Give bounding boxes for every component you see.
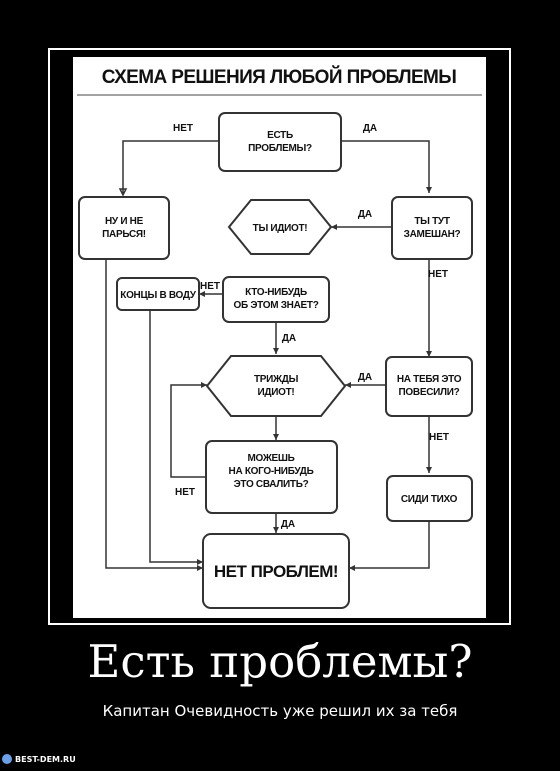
arrow-head (331, 224, 337, 230)
arrow-head (273, 434, 279, 440)
arrow-head (199, 291, 205, 297)
arrow-head (349, 565, 355, 571)
node-sit-quiet: СИДИ ТИХО (386, 475, 473, 522)
node-line: ПАРЬСЯ! (102, 229, 146, 240)
node-blame-someone: МОЖЕШЬ НА КОГО-НИБУДЬ ЭТО СВАЛИТЬ? (205, 440, 338, 514)
poster-caption: Есть проблемы? (87, 635, 473, 688)
edge-dontworry-to-end (105, 259, 203, 569)
node-no-problem: НЕТ ПРОБЛЕМ! (202, 533, 350, 609)
node-box (116, 277, 200, 311)
node-box (205, 440, 338, 514)
label-no: НЕТ (200, 281, 220, 292)
node-line: НЕТ ПРОБЛЕМ! (214, 562, 338, 581)
flowchart-title: СХЕМА РЕШЕНИЯ ЛЮБОЙ ПРОБЛЕМЫ (102, 66, 457, 88)
connectors (105, 140, 432, 571)
node-line: ЭТО СВАЛИТЬ? (234, 479, 309, 490)
label-yes: ДА (281, 519, 295, 530)
flowchart-poster: СХЕМА РЕШЕНИЯ ЛЮБОЙ ПРОБЛЕМЫ (73, 57, 486, 618)
node-line: НУ И НЕ (105, 216, 144, 227)
edge-problems-yes (341, 140, 430, 193)
node-problems: ЕСТЬ ПРОБЛЕМЫ? (218, 112, 342, 172)
node-anyone-knows: КТО-НИБУДЬ ОБ ЭТОМ ЗНАЕТ? (222, 276, 330, 323)
arrow-head (345, 382, 351, 388)
label-no: НЕТ (429, 432, 449, 443)
node-line: МОЖЕШЬ (247, 453, 294, 464)
node-triple-idiot: ТРИЖДЫ ИДИОТ! (205, 355, 347, 417)
node-line: КТО-НИБУДЬ (245, 287, 307, 298)
watermark: BEST-DEM.RU (2, 754, 76, 764)
arrow-head (273, 527, 279, 533)
node-line: ОБ ЭТОМ ЗНАЕТ? (234, 300, 319, 311)
node-idiot: ТЫ ИДИОТ! (227, 199, 333, 255)
node-box (385, 356, 473, 417)
arrow-head (426, 187, 432, 193)
label-no: НЕТ (175, 487, 195, 498)
node-line: ИДИОТ! (258, 387, 295, 398)
node-line: КОНЦЫ В ВОДУ (120, 290, 197, 301)
node-box (391, 196, 473, 260)
arrow-head (426, 467, 432, 473)
label-yes: ДА (282, 333, 296, 344)
node-line: НА ТЕБЯ ЭТО (397, 374, 462, 385)
edge-hide-to-end (149, 310, 203, 563)
node-line: ПРОБЛЕМЫ? (248, 143, 312, 154)
node-hide: КОНЦЫ В ВОДУ (116, 277, 200, 311)
node-line: ПОВЕСИЛИ? (399, 387, 460, 398)
node-blame-you: НА ТЕБЯ ЭТО ПОВЕСИЛИ? (385, 356, 473, 417)
node-hexagon (205, 355, 347, 417)
label-yes: ДА (358, 209, 372, 220)
arrow-head (201, 382, 207, 388)
arrow-head (197, 565, 203, 571)
node-box (202, 533, 350, 609)
node-line: СИДИ ТИХО (401, 494, 458, 505)
node-line: ЗАМЕШАН? (404, 229, 461, 240)
node-line: ТЫ ТУТ (414, 216, 450, 227)
node-line: ТЫ ИДИОТ! (253, 223, 308, 234)
node-line: ЕСТЬ (267, 130, 293, 141)
node-box (386, 475, 473, 522)
watermark-text: BEST-DEM.RU (15, 754, 76, 764)
label-no: НЕТ (428, 269, 448, 280)
node-box (78, 196, 170, 260)
node-box (222, 276, 330, 323)
edge-someone-no (170, 384, 207, 478)
arrow-head (426, 351, 432, 357)
poster-subcaption: Капитан Очевидность уже решил их за тебя (102, 702, 458, 720)
globe-icon (2, 754, 12, 764)
flowchart: СХЕМА РЕШЕНИЯ ЛЮБОЙ ПРОБЛЕМЫ (77, 66, 482, 609)
label-yes: ДА (363, 123, 377, 134)
node-dont-worry: НУ И НЕ ПАРЬСЯ! (78, 196, 170, 260)
node-line: ТРИЖДЫ (254, 374, 299, 385)
node-hexagon (227, 199, 333, 255)
node-line: НА КОГО-НИБУДЬ (229, 466, 314, 477)
node-involved: ТЫ ТУТ ЗАМЕШАН? (391, 196, 473, 260)
arrow-head (273, 348, 279, 354)
label-no: НЕТ (173, 123, 193, 134)
arrow-head (197, 559, 203, 565)
arrow-head (118, 188, 128, 197)
label-yes: ДА (358, 372, 372, 383)
edge-problems-no (122, 140, 219, 195)
edge-quiet-to-end (349, 521, 430, 569)
node-box (218, 112, 342, 172)
